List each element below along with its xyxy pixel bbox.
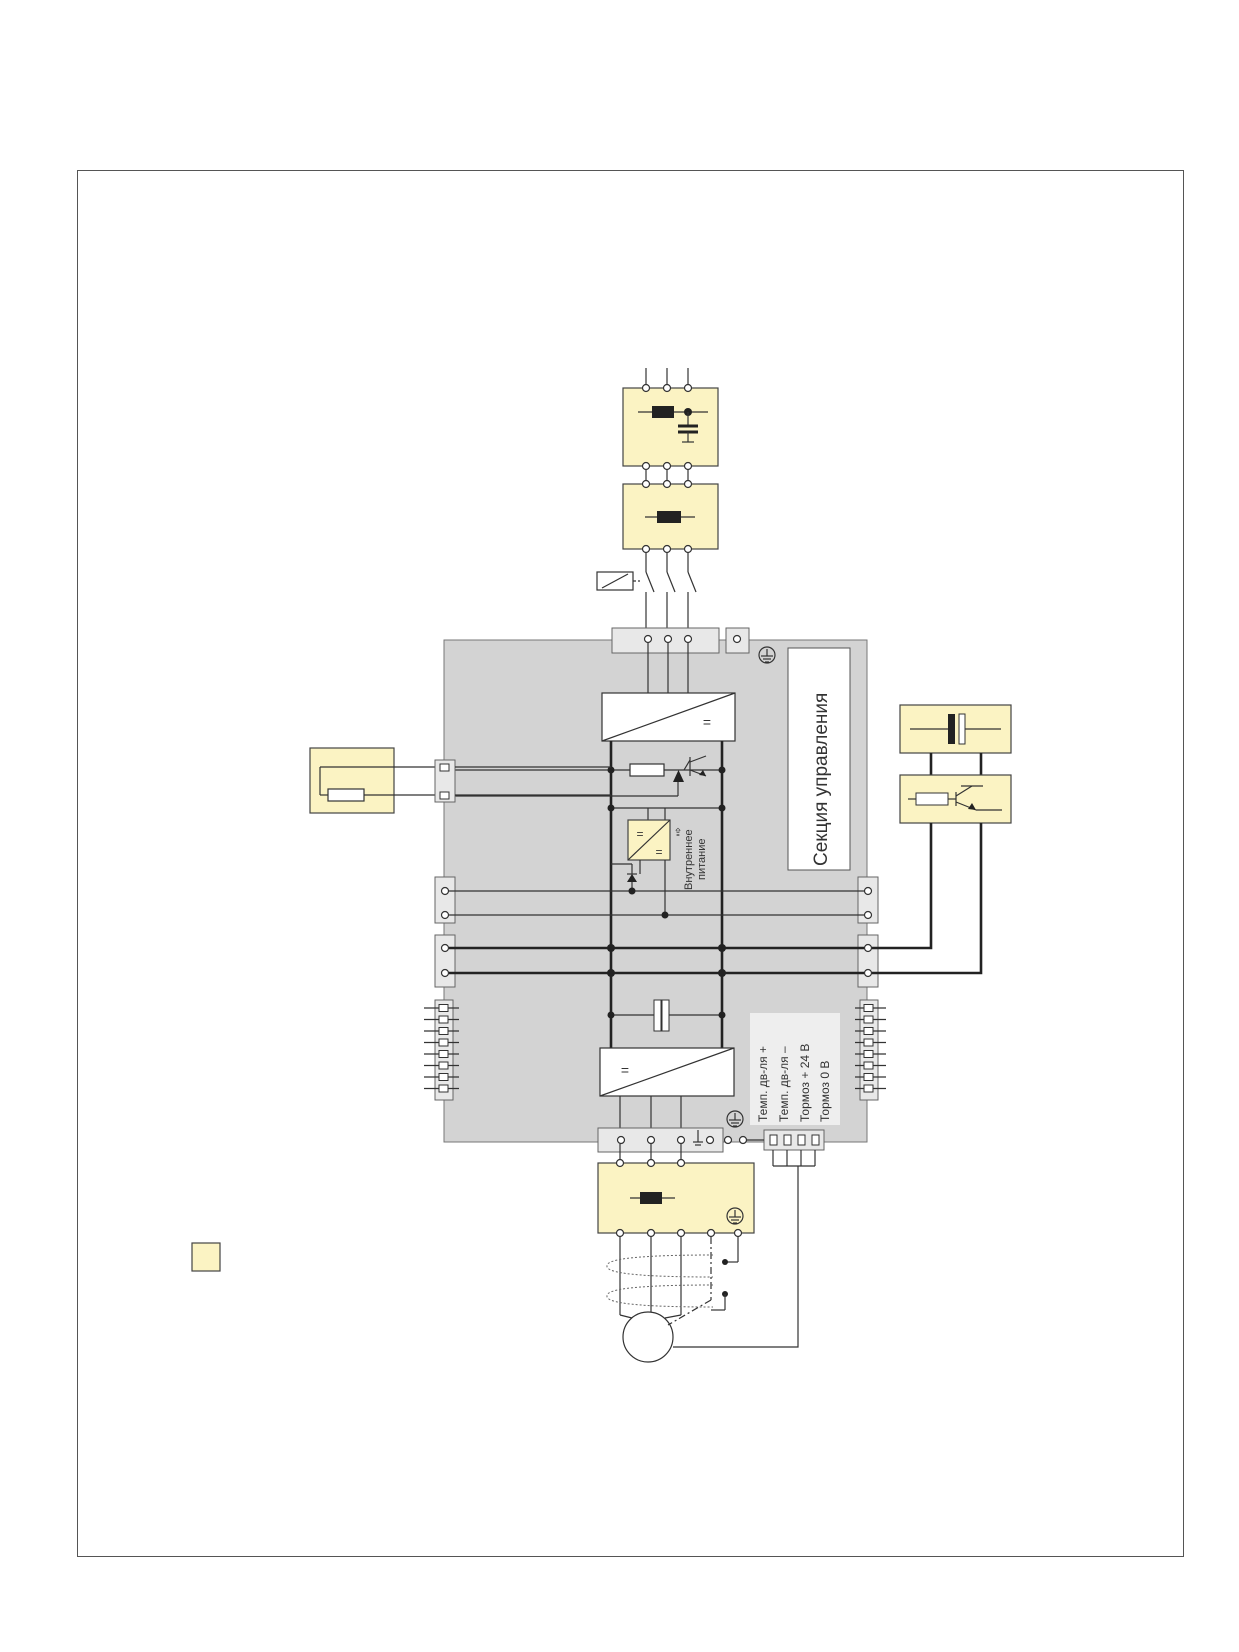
pe-ground-icon-top bbox=[758, 646, 776, 664]
rectifier-dc-symbol: = bbox=[703, 714, 711, 730]
main-contactor bbox=[596, 553, 697, 630]
control-pin bbox=[855, 1084, 886, 1093]
control-pin bbox=[855, 1004, 886, 1012]
control-pin bbox=[424, 1061, 459, 1070]
mains-terminal-strip[interactable] bbox=[611, 627, 750, 654]
internal-power-label-1: Внутреннее bbox=[683, 829, 695, 890]
thermistor-terminals[interactable] bbox=[434, 759, 611, 803]
svg-text:=: = bbox=[655, 845, 662, 859]
control-pin bbox=[424, 1004, 459, 1012]
svg-text:=: = bbox=[636, 827, 643, 841]
control-pin bbox=[424, 1038, 459, 1047]
label-brake-0v: Тормоз 0 В bbox=[818, 1061, 832, 1122]
line-filter-box bbox=[622, 383, 719, 471]
brake-chopper bbox=[444, 755, 726, 797]
pe-ground-icon-drive bbox=[726, 1110, 744, 1128]
control-pin bbox=[424, 1084, 459, 1093]
control-pin bbox=[855, 1073, 886, 1081]
motor-thermistor-box bbox=[309, 747, 435, 814]
internal-power-supply: = = ⇪ bbox=[607, 804, 726, 916]
motor-cable bbox=[606, 1237, 739, 1315]
control-pin bbox=[424, 1027, 459, 1035]
control-pin bbox=[424, 1050, 459, 1058]
left-control-pins bbox=[424, 1004, 459, 1093]
inverter-dc-symbol: = bbox=[621, 1062, 629, 1078]
control-pin bbox=[855, 1050, 886, 1058]
control-pin bbox=[855, 1061, 886, 1070]
control-section-label: Секция управления bbox=[811, 693, 832, 866]
dc-link-capacitor bbox=[607, 999, 726, 1032]
label-brake-24v: Тормоз + 24 В bbox=[798, 1044, 812, 1122]
label-motor-temp-minus: Темп. дв-ля – bbox=[777, 1046, 791, 1122]
motor-signal-label-box bbox=[750, 1013, 840, 1125]
motor-signal-terminals[interactable] bbox=[723, 1129, 825, 1167]
diagram-frame bbox=[77, 170, 1184, 1557]
right-24v-terminals[interactable] bbox=[857, 876, 879, 924]
label-motor-temp-plus: Темп. дв-ля + bbox=[756, 1046, 770, 1122]
right-dc-link-terminals[interactable] bbox=[857, 934, 879, 988]
control-pin bbox=[855, 1027, 886, 1035]
svg-text:⇪: ⇪ bbox=[673, 827, 682, 839]
left-dc-link-terminals[interactable] bbox=[434, 934, 456, 988]
control-pin bbox=[855, 1015, 886, 1024]
control-pin bbox=[424, 1015, 459, 1024]
rectifier-block: = bbox=[601, 692, 736, 742]
right-control-pins bbox=[855, 1004, 886, 1093]
external-dc-capacitor-box bbox=[899, 704, 1012, 754]
internal-power-label-2: питание bbox=[696, 839, 708, 880]
control-pin bbox=[424, 1073, 459, 1081]
dc-bus bbox=[609, 741, 724, 1048]
control-section-box bbox=[787, 647, 851, 871]
left-24v-terminals[interactable] bbox=[434, 876, 456, 924]
line-choke-box bbox=[622, 479, 719, 554]
output-filter-box bbox=[597, 1144, 755, 1238]
motor-terminal-strip[interactable] bbox=[597, 1127, 724, 1153]
inverter-block: = bbox=[599, 1047, 735, 1097]
legend-swatch-component bbox=[191, 1242, 221, 1272]
motor-symbol bbox=[619, 1166, 799, 1363]
control-pin bbox=[855, 1038, 886, 1047]
external-brake-chopper-box bbox=[899, 774, 1012, 824]
